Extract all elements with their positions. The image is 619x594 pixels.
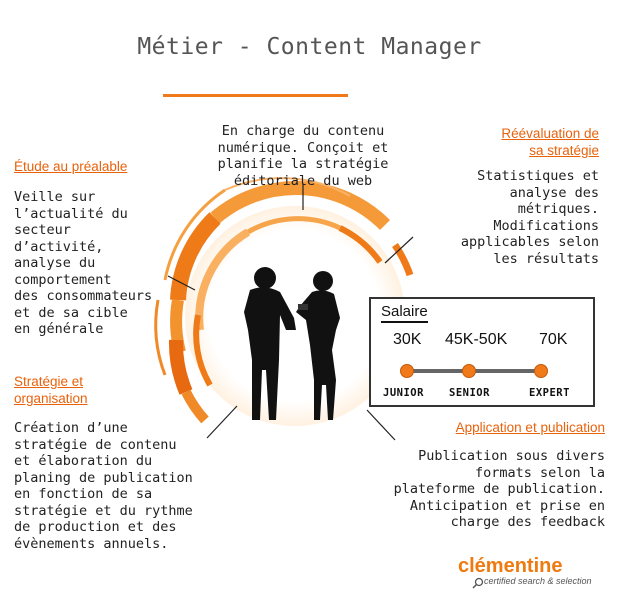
strategie-line: planing de publication [14, 469, 193, 486]
connector-lines [167, 184, 414, 441]
salary-junior-value: 30K [393, 331, 422, 348]
silhouettes [244, 267, 340, 420]
application-line: formats selon la [474, 464, 605, 481]
application-line: charge des feedback [450, 514, 605, 530]
strategie-description: Création d’une stratégie de contenu et é… [14, 420, 209, 552]
salary-junior-label: JUNIOR [383, 387, 424, 399]
strategie-line: en fonction de sa [14, 486, 153, 502]
etude-line: d’activité, [14, 238, 104, 255]
salary-title: Salaire [381, 303, 428, 323]
reevaluation-description: Statistiques et analyse des métriques. M… [419, 168, 599, 267]
orange-ring [154, 177, 414, 426]
etude-description: Veille sur l’actualité du secteur d’acti… [14, 189, 189, 338]
strategie-line: de production et des [14, 519, 177, 535]
strategie-line: et élaboration du [14, 453, 153, 469]
etude-line: des consommateurs [14, 288, 153, 304]
application-line: plateforme de publication. [393, 481, 605, 497]
salary-senior-value: 45K-50K [445, 331, 508, 348]
logo-tagline: certified search & selection [484, 576, 592, 586]
top-line: éditoriale du web [233, 172, 373, 189]
top-description: En charge du contenu numérique. Conçoit … [195, 123, 411, 189]
etude-line: comportement [14, 271, 112, 288]
strategie-line: stratégie de contenu [14, 436, 177, 453]
etude-line: secteur [14, 222, 71, 238]
reevaluation-line: applicables selon [460, 234, 599, 250]
salary-expert-value: 70K [539, 331, 568, 348]
application-line: Publication sous divers [418, 448, 605, 464]
magnifier-icon [472, 574, 484, 589]
clementine-logo: clémentine [458, 555, 563, 577]
salary-expert-label: EXPERT [529, 387, 570, 399]
reevaluation-line: Modifications [493, 217, 599, 234]
application-line: Anticipation et prise en [409, 497, 605, 514]
top-line: planifie la stratégie [217, 156, 389, 172]
salary-expert-dot [534, 364, 548, 378]
reevaluation-line: les résultats [493, 250, 599, 267]
top-line: numérique. Conçoit et [217, 139, 389, 156]
strategie-line: stratégie et du rythme [14, 502, 193, 519]
strategie-heading-line: Stratégie et [14, 374, 84, 389]
etude-line: analyse du [14, 255, 96, 271]
etude-line: l’actualité du [14, 205, 128, 222]
page-title: Métier - Content Manager [137, 34, 482, 60]
salary-senior-dot [462, 364, 476, 378]
salary-panel: Salaire 30K 45K-50K 70K JUNIOR SENIOR EX… [369, 297, 595, 407]
application-description: Publication sous divers formats selon la… [370, 448, 605, 531]
salary-senior-label: SENIOR [449, 387, 490, 399]
strategie-heading: Stratégie et organisation [14, 373, 88, 407]
reevaluation-line: analyse des [509, 184, 599, 201]
strategie-line: évènements annuels. [14, 535, 169, 552]
etude-line: et de sa cible [14, 304, 128, 321]
reevaluation-heading: Réévaluation de sa stratégie [501, 125, 599, 159]
reevaluation-heading-line: Réévaluation de [501, 126, 599, 141]
top-line: En charge du contenu [221, 123, 385, 139]
etude-line: en générale [14, 321, 104, 337]
application-heading: Application et publication [455, 420, 605, 435]
strategie-line: Création d’une [14, 420, 128, 436]
etude-heading: Étude au préalable [14, 159, 128, 174]
strategie-heading-line: organisation [14, 391, 88, 406]
title-divider [163, 94, 348, 97]
reevaluation-heading-line: sa stratégie [529, 143, 599, 158]
salary-junior-dot [400, 364, 414, 378]
etude-line: Veille sur [14, 189, 96, 205]
reevaluation-line: Statistiques et [477, 168, 599, 184]
reevaluation-line: métriques. [517, 201, 599, 217]
